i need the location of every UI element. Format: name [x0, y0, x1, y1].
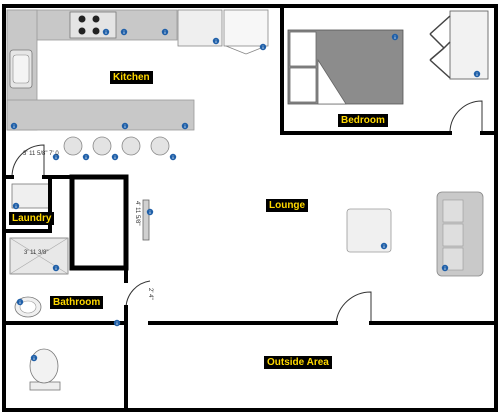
shower-width-dimension: 3' 11 3/8"	[24, 250, 49, 256]
outside-area-label: Outside Area	[264, 356, 332, 369]
sofa-icon	[436, 191, 484, 277]
info-icon-glyph: i	[116, 321, 117, 326]
door-swings	[11, 100, 483, 324]
info-icon-glyph: i	[55, 155, 56, 160]
info-icons[interactable]: i i i i i i i i i i i i i i i i i i i i i i	[10, 28, 481, 362]
coffee-table-icon	[346, 208, 392, 253]
info-icon-glyph: i	[85, 155, 86, 160]
info-icon-glyph: i	[184, 124, 185, 129]
info-icon-glyph: i	[172, 155, 173, 160]
info-icon-glyph: i	[124, 124, 125, 129]
info-icon-glyph: i	[262, 45, 263, 50]
kitchen-label: Kitchen	[110, 71, 153, 84]
info-icon-glyph: i	[123, 30, 124, 35]
walls	[2, 4, 498, 412]
fridge-icon	[177, 9, 269, 55]
info-icon-glyph: i	[15, 204, 16, 209]
lounge-label: Lounge	[266, 199, 309, 212]
info-icon-glyph: i	[215, 39, 216, 44]
bathroom-label: Bathroom	[50, 296, 104, 309]
info-icon-glyph: i	[105, 30, 106, 35]
bed-icon	[287, 29, 404, 105]
info-icon-glyph: i	[476, 72, 477, 77]
laundry-label: Laundry	[9, 212, 55, 225]
info-icon-glyph: i	[19, 300, 20, 305]
bathroom-door-dimension: 2' 4"	[147, 288, 153, 300]
desk-icon	[429, 10, 489, 80]
info-icon-glyph: i	[13, 124, 14, 129]
tv-icon	[142, 199, 150, 241]
info-icon-glyph: i	[55, 266, 56, 271]
closet-height-dimension: 4' 11 5/8"	[134, 201, 140, 226]
info-icon-glyph: i	[394, 35, 395, 40]
stove-icon	[69, 11, 117, 39]
stool-icons	[63, 136, 170, 156]
bedroom-label: Bedroom	[338, 114, 388, 127]
info-icon-glyph: i	[383, 244, 384, 249]
info-icon-glyph: i	[164, 30, 165, 35]
info-icon-glyph: i	[149, 210, 150, 215]
info-icon-glyph: i	[444, 266, 445, 271]
info-icon-glyph: i	[114, 155, 115, 160]
stool-span-dimension: 3' 11 5/8" 7' 0	[23, 151, 59, 157]
sink-icon	[9, 49, 33, 89]
shower-icon	[9, 237, 69, 275]
info-icon-glyph: i	[33, 356, 34, 361]
